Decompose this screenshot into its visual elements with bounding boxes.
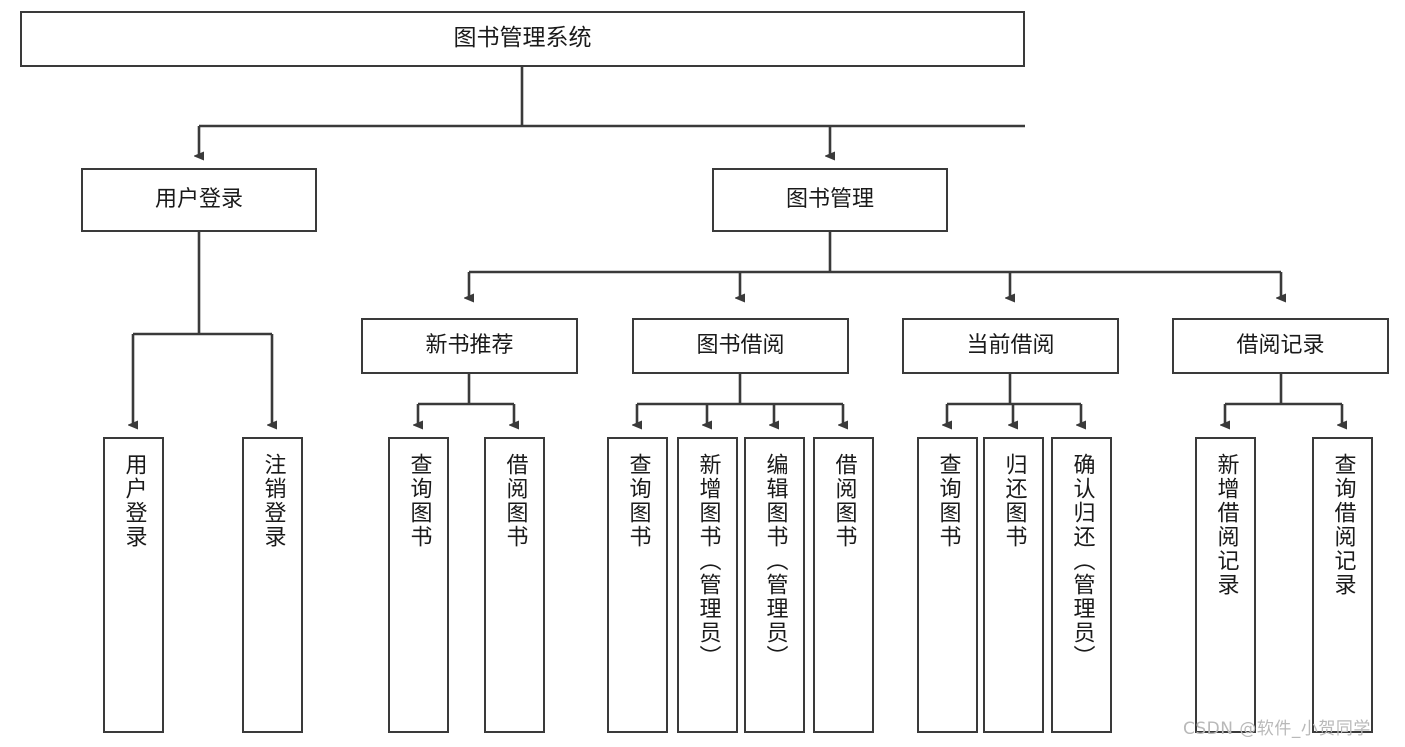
leaf-borrow-book-new[interactable]: 借阅图书 xyxy=(484,437,545,733)
leaf-query-book-new-label: 查询图书 xyxy=(406,453,432,549)
leaf-edit-book-admin-label: 编辑图书（管理员） xyxy=(762,453,788,669)
node-book-borrow[interactable]: 图书借阅 xyxy=(632,318,849,374)
leaf-query-book-borrow-label: 查询图书 xyxy=(625,453,651,549)
node-book-management[interactable]: 图书管理 xyxy=(712,168,948,232)
leaf-user-login-label: 用户登录 xyxy=(121,453,147,549)
leaf-query-book-borrow[interactable]: 查询图书 xyxy=(607,437,668,733)
leaf-confirm-return-admin-label: 确认归还（管理员） xyxy=(1069,453,1095,669)
leaf-logout-label: 注销登录 xyxy=(260,453,286,549)
node-new-book-recommend[interactable]: 新书推荐 xyxy=(361,318,578,374)
leaf-add-book-admin-label: 新增图书（管理员） xyxy=(695,453,721,669)
leaf-add-borrow-record-label: 新增借阅记录 xyxy=(1213,453,1239,597)
leaf-borrow-book-new-label: 借阅图书 xyxy=(502,453,528,549)
node-current-borrow-label: 当前借阅 xyxy=(966,333,1055,359)
leaf-user-login[interactable]: 用户登录 xyxy=(103,437,164,733)
leaf-query-book-current[interactable]: 查询图书 xyxy=(917,437,978,733)
leaf-add-borrow-record[interactable]: 新增借阅记录 xyxy=(1195,437,1256,733)
node-root[interactable]: 图书管理系统 xyxy=(20,11,1025,67)
leaf-confirm-return-admin[interactable]: 确认归还（管理员） xyxy=(1051,437,1112,733)
node-book-management-label: 图书管理 xyxy=(785,187,874,213)
leaf-add-book-admin[interactable]: 新增图书（管理员） xyxy=(677,437,738,733)
leaf-query-borrow-record-label: 查询借阅记录 xyxy=(1330,453,1356,597)
node-new-book-recommend-label: 新书推荐 xyxy=(425,333,514,359)
node-current-borrow[interactable]: 当前借阅 xyxy=(902,318,1119,374)
leaf-query-borrow-record[interactable]: 查询借阅记录 xyxy=(1312,437,1373,733)
leaf-return-book[interactable]: 归还图书 xyxy=(983,437,1044,733)
node-borrow-record[interactable]: 借阅记录 xyxy=(1172,318,1389,374)
leaf-borrow-book[interactable]: 借阅图书 xyxy=(813,437,874,733)
node-root-label: 图书管理系统 xyxy=(453,25,592,52)
node-user-login[interactable]: 用户登录 xyxy=(81,168,317,232)
node-borrow-record-label: 借阅记录 xyxy=(1236,333,1325,359)
leaf-query-book-new[interactable]: 查询图书 xyxy=(388,437,449,733)
node-user-login-label: 用户登录 xyxy=(154,187,243,213)
leaf-logout[interactable]: 注销登录 xyxy=(242,437,303,733)
leaf-borrow-book-label: 借阅图书 xyxy=(831,453,857,549)
node-book-borrow-label: 图书借阅 xyxy=(696,333,785,359)
leaf-edit-book-admin[interactable]: 编辑图书（管理员） xyxy=(744,437,805,733)
leaf-query-book-current-label: 查询图书 xyxy=(935,453,961,549)
leaf-return-book-label: 归还图书 xyxy=(1001,453,1027,549)
